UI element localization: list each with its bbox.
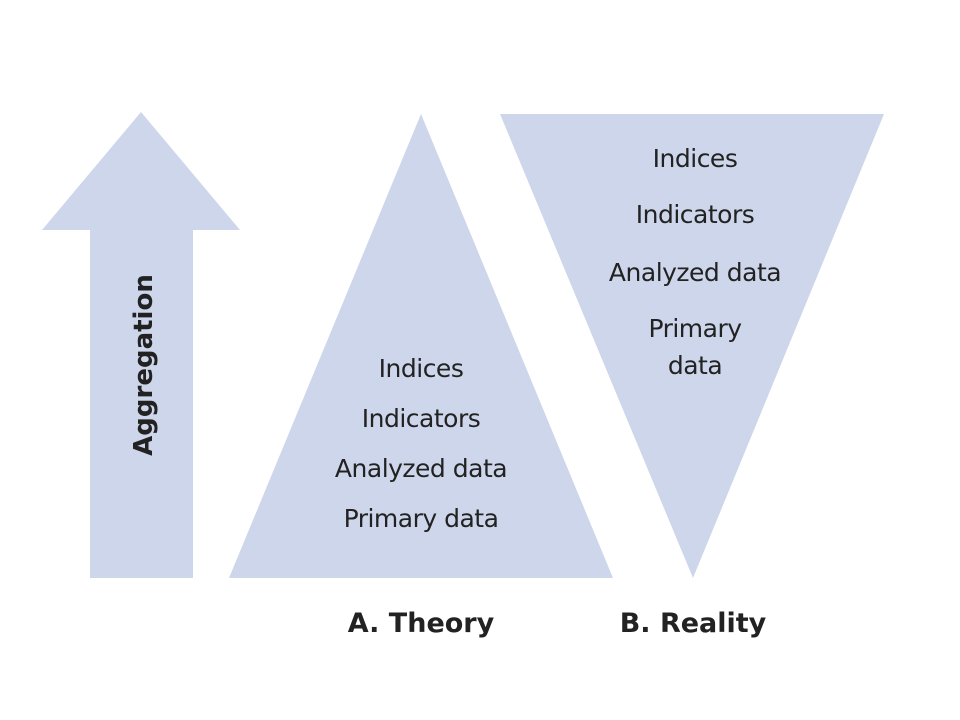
- theory-level-indices: Indices: [379, 354, 464, 383]
- reality-level-primary: Primary: [648, 314, 742, 343]
- aggregation-label: Aggregation: [129, 274, 159, 456]
- reality-pyramid: Indices Indicators Analyzed data Primary…: [500, 114, 884, 578]
- theory-pyramid-shape: [229, 114, 613, 578]
- reality-level-indicators: Indicators: [636, 200, 755, 229]
- aggregation-arrow: Aggregation: [42, 112, 240, 578]
- reality-level-data: data: [668, 351, 722, 380]
- reality-level-indices: Indices: [653, 144, 738, 173]
- reality-level-analyzed-data: Analyzed data: [609, 258, 781, 287]
- theory-level-indicators: Indicators: [362, 404, 481, 433]
- reality-pyramid-shape: [500, 114, 884, 578]
- theory-level-primary-data: Primary data: [344, 504, 499, 533]
- theory-level-analyzed-data: Analyzed data: [335, 454, 507, 483]
- aggregation-arrow-shape: [42, 112, 240, 578]
- reality-caption: B. Reality: [620, 608, 767, 639]
- theory-pyramid: Indices Indicators Analyzed data Primary…: [229, 114, 613, 578]
- theory-caption: A. Theory: [348, 608, 495, 639]
